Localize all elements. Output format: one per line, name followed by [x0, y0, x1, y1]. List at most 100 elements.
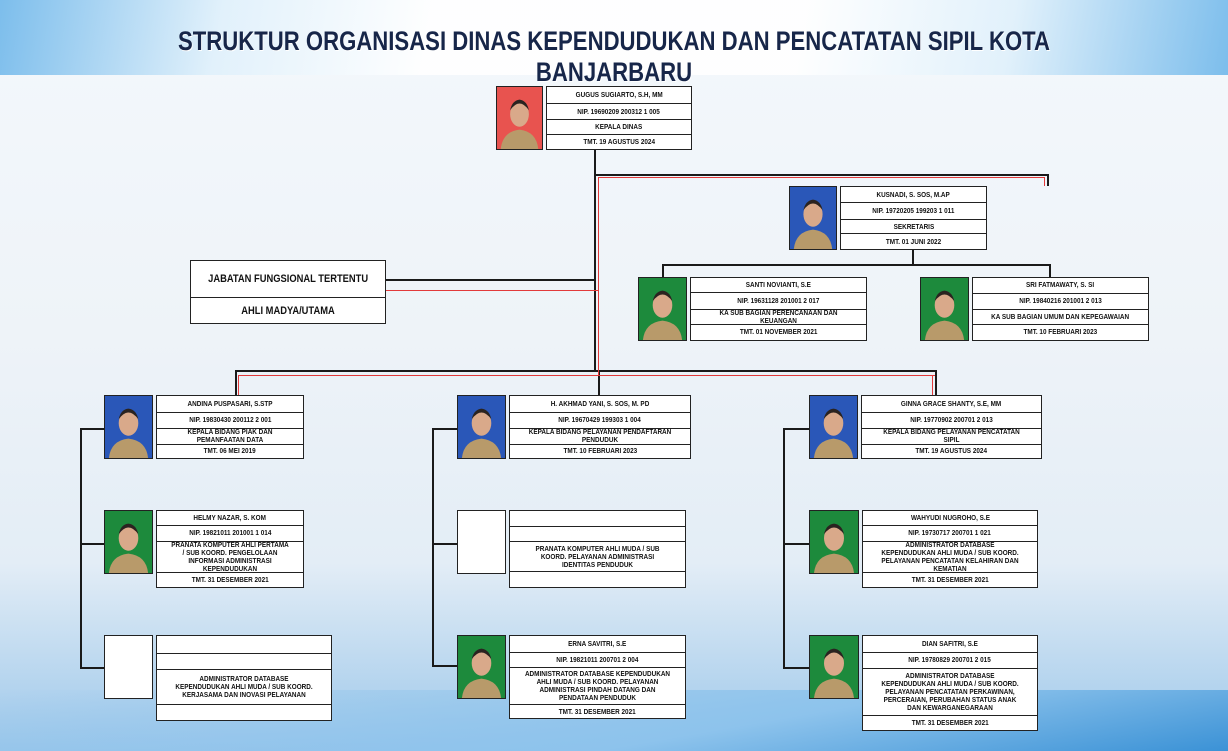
- connector: [1047, 174, 1049, 186]
- jabatan-fungsional-box: JABATAN FUNGSIONAL TERTENTU AHLI MADYA/U…: [190, 260, 386, 324]
- card-position-text: KA SUB BAGIAN PERENCANAAN DAN KEUANGAN: [719, 307, 838, 325]
- card-name-text: WAHYUDI NUGROHO, S.E: [910, 513, 990, 523]
- card-nip: NIP. 19690209 200312 1 005: [547, 103, 691, 119]
- accent-connector: [932, 375, 933, 395]
- card-name: SANTI NOVIANTI, S.E: [691, 278, 866, 292]
- card-position: KEPALA BIDANG PIAK DAN PEMANFAATAN DATA: [157, 427, 303, 445]
- jabatan-fungsional-level: AHLI MADYA/UTAMA: [191, 297, 385, 323]
- card-nip-text: NIP. 19690209 200312 1 005: [577, 106, 661, 116]
- card-tmt-text: TMT. 19 AGUSTUS 2024: [583, 137, 655, 147]
- connector: [594, 174, 1049, 176]
- connector: [432, 428, 434, 667]
- card-tmt: [510, 571, 685, 587]
- card-nip-text: NIP. 19730717 200701 1 021: [908, 528, 992, 538]
- card-nip: NIP. 19840216 201001 2 013: [973, 292, 1148, 309]
- accent-connector: [385, 290, 598, 291]
- card-kabid-piak: ANDINA PUSPASARI, S.STP NIP. 19830430 200…: [156, 395, 304, 459]
- card-tmt: TMT. 31 DESEMBER 2021: [863, 571, 1037, 587]
- card-position-text: KEPALA DINAS: [595, 122, 643, 132]
- profile-photo: [496, 86, 543, 150]
- header-background: [0, 0, 1228, 75]
- card-position: ADMINISTRATOR DATABASE KEPENDUDUKAN AHLI…: [863, 540, 1037, 572]
- connector: [783, 667, 809, 669]
- card-position: KEPALA DINAS: [547, 118, 691, 135]
- card-nip-text: NIP. 19770902 200701 2 013: [910, 415, 993, 425]
- card-name: GUGUS SUGIARTO, S.H, MM: [547, 87, 691, 103]
- card-nip-text: NIP. 19821011 200701 2 004: [556, 654, 639, 664]
- card-position: ADMINISTRATOR DATABASE KEPENDUDUKAN AHLI…: [510, 667, 685, 704]
- card-nip: NIP. 19631128 201001 2 017: [691, 292, 866, 308]
- card-name-text: GINNA GRACE SHANTY, S.E, MM: [901, 399, 1002, 409]
- card-name: KUSNADI, S. SOS, M.AP: [841, 187, 986, 202]
- card-tmt-text: TMT. 10 FEBRUARI 2023: [563, 446, 637, 456]
- card-tmt: TMT. 06 MEI 2019: [157, 443, 303, 458]
- connector: [662, 264, 664, 277]
- profile-photo: [457, 635, 506, 699]
- card-name-text: KUSNADI, S. SOS, M.AP: [876, 189, 951, 199]
- card-nip-text: NIP. 19720205 199203 1 011: [872, 206, 955, 216]
- card-pranata-dafduk: PRANATA KOMPUTER AHLI MUDA / SUB KOORD. …: [509, 510, 686, 588]
- card-position-text: ADMINISTRATOR DATABASE KEPENDUDUKAN AHLI…: [175, 674, 313, 700]
- connector: [783, 428, 785, 669]
- card-adminduk-piak: ADMINISTRATOR DATABASE KEPENDUDUKAN AHLI…: [156, 635, 332, 721]
- profile-photo: [104, 510, 153, 574]
- connector: [783, 428, 809, 430]
- card-tmt-text: TMT. 19 AGUSTUS 2024: [915, 446, 988, 456]
- connector: [432, 665, 457, 667]
- card-position-text: PRANATA KOMPUTER AHLI MUDA / SUB KOORD. …: [535, 543, 660, 569]
- card-position-text: SEKRETARIS: [893, 221, 934, 231]
- connector: [80, 667, 104, 669]
- card-tmt-text: TMT. 31 DESEMBER 2021: [191, 574, 269, 584]
- photo-placeholder: [104, 635, 153, 699]
- page-title: STRUKTUR ORGANISASI DINAS KEPENDUDUKAN D…: [177, 26, 1051, 87]
- card-name-text: DIAN SAFITRI, S.E: [922, 638, 978, 648]
- card-nip-text: NIP. 19830430 200112 2 001: [188, 415, 272, 425]
- card-nip: NIP. 19830430 200112 2 001: [157, 412, 303, 427]
- card-position-text: ADMINISTRATOR DATABASE KEPENDUDUKAN AHLI…: [881, 671, 1019, 713]
- card-name: ANDINA PUSPASARI, S.STP: [157, 396, 303, 412]
- card-tmt: TMT. 19 AGUSTUS 2024: [547, 134, 691, 149]
- accent-connector: [1044, 177, 1045, 186]
- card-nip: NIP. 19770902 200701 2 013: [862, 412, 1041, 427]
- card-nip: NIP. 19730717 200701 1 021: [863, 525, 1037, 540]
- card-nip-text: NIP. 19821011 201001 1 014: [188, 528, 272, 538]
- card-tmt: TMT. 31 DESEMBER 2021: [510, 704, 685, 718]
- connector: [594, 150, 596, 372]
- card-name: GINNA GRACE SHANTY, S.E, MM: [862, 396, 1041, 412]
- card-sekretaris: KUSNADI, S. SOS, M.AP NIP. 19720205 19920…: [840, 186, 987, 250]
- accent-connector: [238, 375, 935, 376]
- card-tmt: TMT. 19 AGUSTUS 2024: [862, 443, 1041, 458]
- card-nip: NIP. 19670429 199303 1 004: [510, 412, 690, 427]
- card-nip: NIP. 19720205 199203 1 011: [841, 202, 986, 218]
- card-nip-text: NIP. 19840216 201001 2 013: [1019, 296, 1102, 306]
- card-nip: NIP. 19821011 200701 2 004: [510, 651, 685, 668]
- connector: [80, 428, 82, 669]
- accent-connector: [598, 177, 599, 375]
- photo-placeholder: [457, 510, 506, 574]
- card-kabid-capil: GINNA GRACE SHANTY, S.E, MM NIP. 19770902…: [861, 395, 1042, 459]
- card-position-text: PRANATA KOMPUTER AHLI PERTAMA / SUB KOOR…: [171, 539, 289, 573]
- card-name: WAHYUDI NUGROHO, S.E: [863, 511, 1037, 525]
- card-tmt-text: TMT. 01 JUNI 2022: [885, 236, 942, 246]
- connector: [235, 370, 237, 395]
- card-name-text: SRI FATMAWATY, S. SI: [1026, 280, 1095, 290]
- connector: [235, 370, 935, 372]
- card-position-text: KEPALA BIDANG PIAK DAN PEMANFAATAN DATA: [187, 427, 273, 445]
- card-kasubag-umum: SRI FATMAWATY, S. SI NIP. 19840216 201001…: [972, 277, 1149, 341]
- card-position-text: KEPALA BIDANG PELAYANAN PENDAFTARAN PEND…: [528, 427, 672, 445]
- card-tmt-text: TMT. 31 DESEMBER 2021: [911, 574, 989, 584]
- profile-photo: [104, 395, 153, 459]
- card-tmt: TMT. 10 FEBRUARI 2023: [973, 323, 1148, 340]
- profile-photo: [920, 277, 969, 341]
- profile-photo: [789, 186, 837, 250]
- card-tmt: TMT. 01 JUNI 2022: [841, 233, 986, 249]
- card-name: [157, 636, 331, 653]
- card-position: KEPALA BIDANG PELAYANAN PENCATATAN SIPIL: [862, 427, 1041, 444]
- card-nip: [510, 525, 685, 542]
- card-tmt-text: TMT. 10 FEBRUARI 2023: [1023, 327, 1098, 337]
- card-tmt-text: TMT. 01 NOVEMBER 2021: [739, 327, 818, 337]
